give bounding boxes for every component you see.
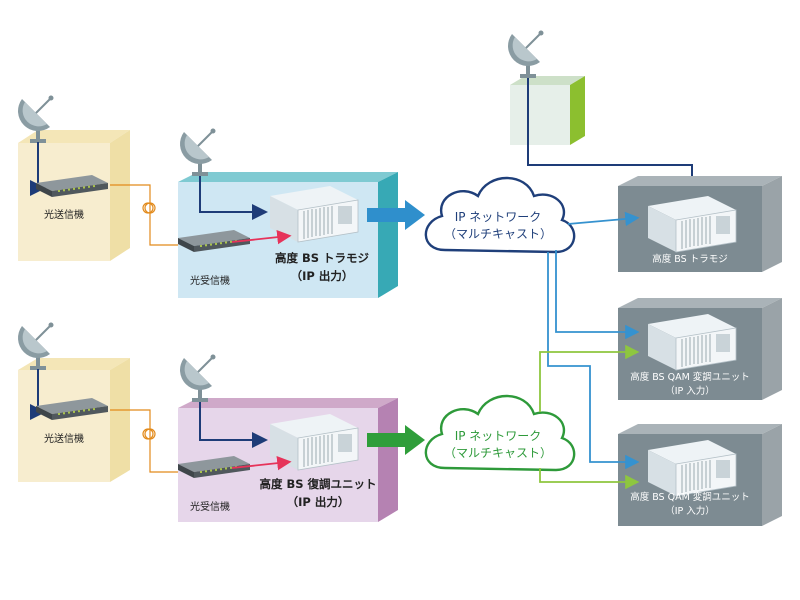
satellite-dish-icon	[507, 29, 545, 79]
rack-equipment-icon	[647, 313, 737, 371]
qam-modulator-label: 高度 BS QAM 変調ユニット	[630, 371, 750, 383]
fiber-line-bottom	[110, 409, 180, 473]
pink-signal-line-bottom	[231, 455, 292, 471]
arrow-to-network-top	[367, 200, 425, 230]
receiver-site-box	[510, 76, 585, 145]
arrow-to-network-bottom	[367, 425, 425, 455]
ip-output-label: （IP 出力）	[291, 269, 354, 283]
ip-input-label: （IP 入力）	[665, 505, 715, 517]
right-transmodulator-label: 高度 BS トラモジ	[652, 253, 727, 265]
optical-transmitter-box-top	[18, 130, 130, 261]
optical-receiver-label: 光受信機	[190, 274, 230, 287]
transmodulator-label: 高度 BS トラモジ	[275, 251, 370, 265]
rack-equipment-icon	[269, 413, 359, 471]
rack-equipment-icon	[647, 195, 737, 253]
multicast-label: （マルチキャスト）	[444, 227, 552, 241]
satellite-dish-icon	[179, 353, 217, 403]
green-line-to-right2	[539, 344, 640, 412]
pink-signal-line-top	[231, 229, 292, 245]
ip-input-label: （IP 入力）	[665, 385, 715, 397]
optical-transmitter-label: 光送信機	[44, 432, 84, 445]
ip-network-label: IP ネットワーク	[455, 429, 542, 443]
optical-receiver-label: 光受信機	[190, 500, 230, 513]
rack-equipment-icon	[269, 185, 359, 243]
signal-line-top	[199, 176, 268, 220]
rack-equipment-icon	[647, 439, 737, 497]
optical-transmitter-box-bottom	[18, 358, 130, 482]
green-line-to-right3	[539, 468, 640, 490]
ip-output-label: （IP 出力）	[287, 495, 350, 509]
fiber-coil-icon	[142, 428, 156, 440]
multicast-label: （マルチキャスト）	[444, 446, 552, 460]
qam-modulator-label: 高度 BS QAM 変調ユニット	[630, 491, 750, 503]
signal-line-bottom	[199, 402, 268, 448]
ip-network-cloud-top	[424, 176, 576, 254]
fiber-line-top	[110, 184, 180, 246]
blue-line-to-right2	[555, 250, 640, 340]
ip-network-cloud-bottom	[424, 394, 576, 472]
fiber-coil-icon	[142, 202, 156, 214]
blue-line-to-right1	[567, 211, 640, 227]
optical-transmitter-label: 光送信機	[44, 208, 84, 221]
blue-line-to-right3	[547, 252, 640, 470]
ip-network-label: IP ネットワーク	[455, 210, 542, 224]
satellite-dish-icon	[179, 127, 217, 177]
demodulator-label: 高度 BS 復調ユニット	[259, 477, 376, 491]
